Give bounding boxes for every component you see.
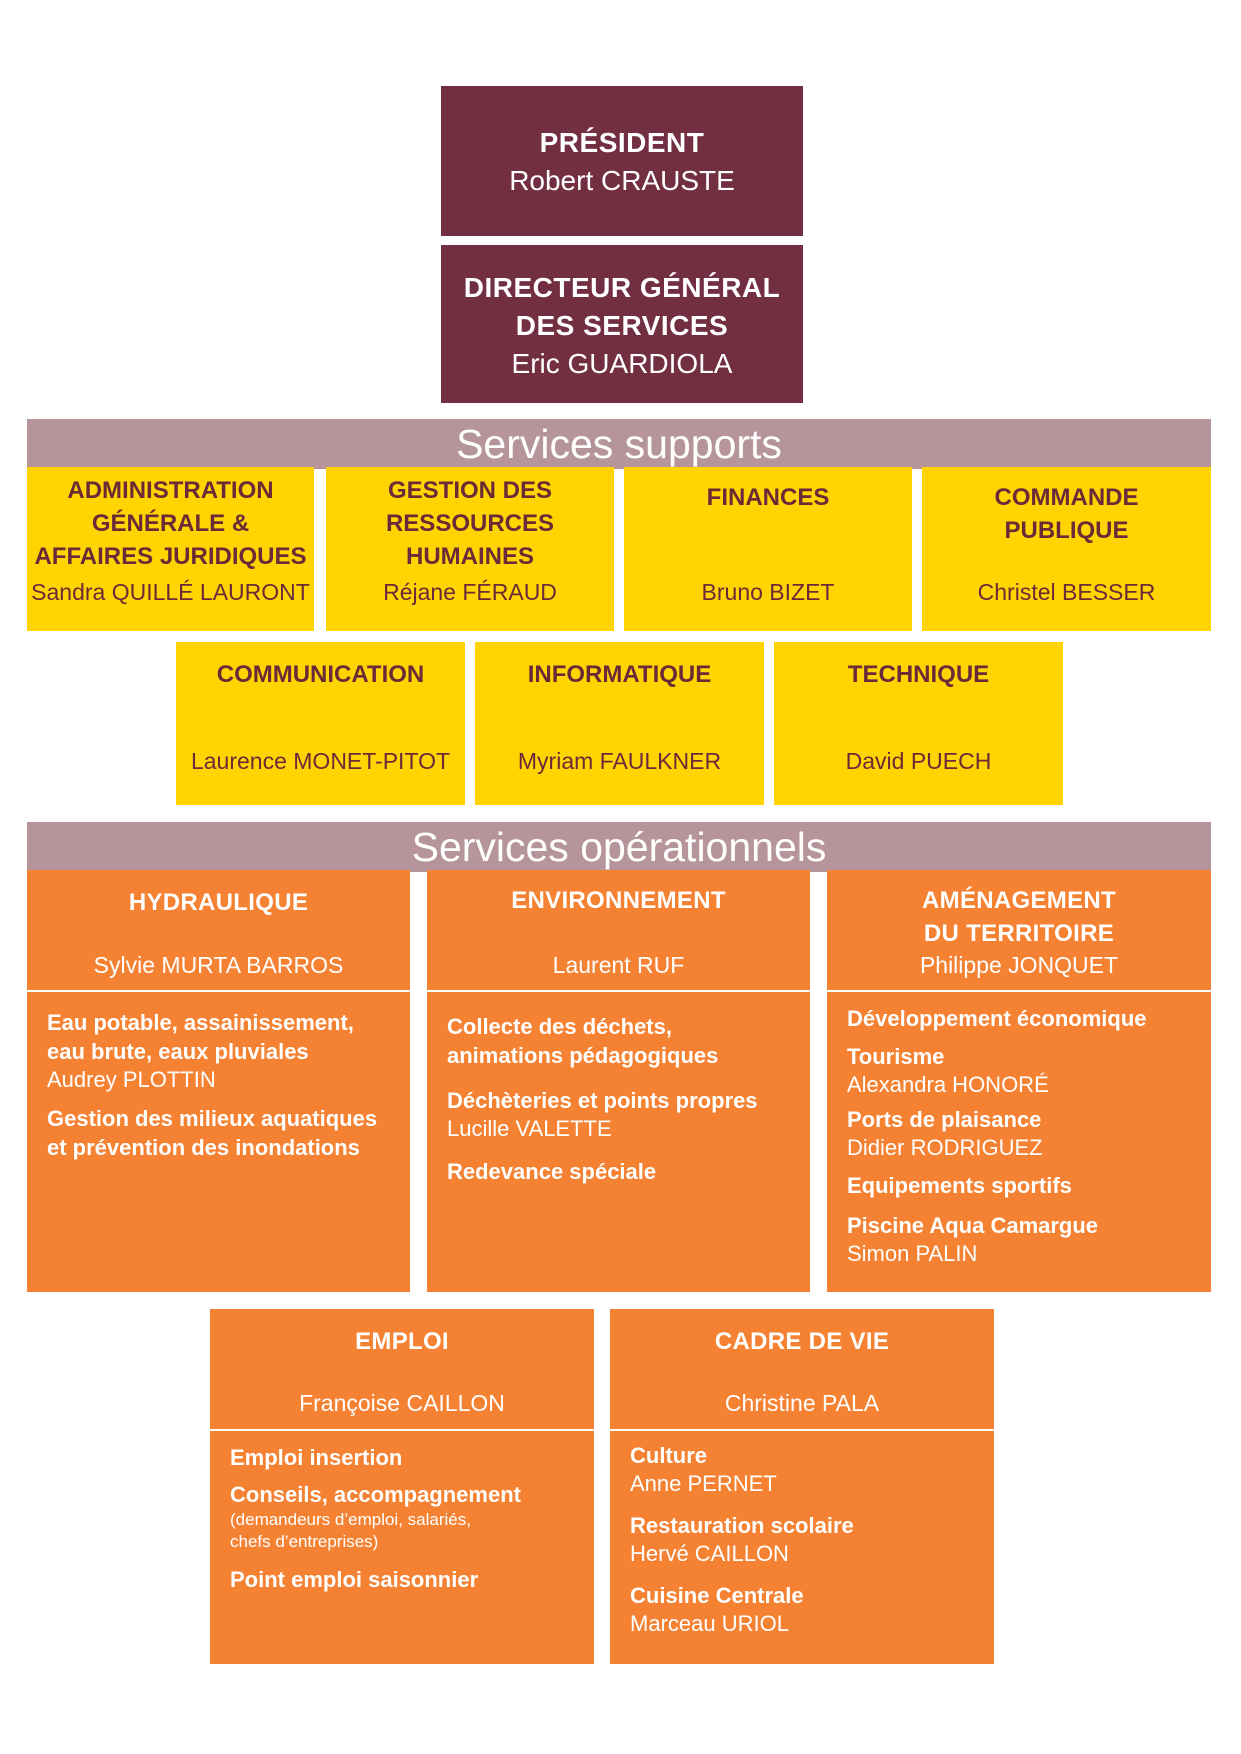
op-environnement-box: ENVIRONNEMENT Laurent RUF Collecte des d… [427,870,810,1292]
list-item: Eau potable, assainissement, eau brute, … [47,1010,354,1092]
support-hr-name: Réjane FÉRAUD [383,579,557,605]
list-item: Point emploi saisonnier [230,1567,479,1592]
op-hydraulique-sections: Eau potable, assainissement, eau brute, … [47,1008,404,1172]
support-hr-title: GESTION DES RESSOURCES HUMAINES [385,477,555,570]
director-box: DIRECTEUR GÉNÉRAL DES SERVICES Eric GUAR… [441,245,803,403]
director-name: Eric GUARDIOLA [511,348,733,379]
director-title-line2: DES SERVICES [515,310,729,341]
support-procurement-name: Christel BESSER [977,579,1156,605]
support-technical-title: TECHNIQUE [847,661,990,688]
op-cadre-de-vie-name: Christine PALA [724,1390,880,1416]
support-admin-name: Sandra QUILLÉ LAURONT [31,579,310,605]
op-hydraulique-header: HYDRAULIQUE Sylvie MURTA BARROS [27,870,410,992]
support-it-title: INFORMATIQUE [527,661,712,688]
support-technical-box: TECHNIQUE David PUECH [774,642,1063,805]
operational-services-heading: Services opérationnels [27,822,1211,872]
support-communication-box: COMMUNICATION Laurence MONET-PITOT [176,642,465,805]
op-hydraulique-name: Sylvie MURTA BARROS [93,952,344,978]
list-item: Gestion des milieux aquatiques et préven… [47,1106,378,1160]
director-title-line1: DIRECTEUR GÉNÉRAL [463,272,781,303]
op-amenagement-name: Philippe JONQUET [919,952,1119,978]
op-cadre-de-vie-sections: Culture Anne PERNET Restauration scolair… [630,1441,988,1648]
president-box: PRÉSIDENT Robert CRAUSTE [441,86,803,236]
list-item: Tourisme Alexandra HONORÉ [847,1044,1049,1097]
list-item: Conseils, accompagnement (demandeurs d’e… [230,1482,521,1551]
support-it-box: INFORMATIQUE Myriam FAULKNER [475,642,764,805]
op-cadre-de-vie-header: CADRE DE VIE Christine PALA [610,1309,994,1431]
list-item: Collecte des déchets, animations pédagog… [447,1014,719,1068]
op-emploi-sections: Emploi insertion Conseils, accompagnemen… [230,1443,588,1604]
support-admin-title: ADMINISTRATION GÉNÉRALE & AFFAIRES JURID… [34,477,307,570]
list-item: Emploi insertion [230,1445,403,1470]
op-amenagement-header: AMÉNAGEMENT DU TERRITOIRE Philippe JONQU… [827,870,1211,992]
op-environnement-sections: Collecte des déchets, animations pédagog… [447,1012,804,1196]
op-hydraulique-title: HYDRAULIQUE [128,889,309,916]
support-communication-name: Laurence MONET-PITOT [190,748,451,774]
support-services-heading: Services supports [27,419,1211,469]
list-item: Equipements sportifs [847,1173,1072,1198]
op-environnement-name: Laurent RUF [552,952,685,978]
list-item: Culture Anne PERNET [630,1443,777,1496]
op-cadre-de-vie-box: CADRE DE VIE Christine PALA Culture Anne… [610,1309,994,1664]
list-item: Déchèteries et points propres Lucille VA… [447,1088,758,1141]
president-name: Robert CRAUSTE [509,165,735,196]
list-item: Ports de plaisance Didier RODRIGUEZ [847,1107,1043,1160]
support-hr-box: GESTION DES RESSOURCES HUMAINES Réjane F… [326,467,614,631]
list-item: Développement économique [847,1006,1147,1031]
support-finances-name: Bruno BIZET [701,579,835,605]
support-procurement-box: COMMANDE PUBLIQUE Christel BESSER [922,467,1211,631]
op-amenagement-sections: Développement économique Tourisme Alexan… [847,1004,1205,1278]
op-amenagement-box: AMÉNAGEMENT DU TERRITOIRE Philippe JONQU… [827,870,1211,1292]
op-emploi-header: EMPLOI Françoise CAILLON [210,1309,594,1431]
president-title: PRÉSIDENT [539,127,705,158]
support-finances-box: FINANCES Bruno BIZET [624,467,912,631]
support-admin-box: ADMINISTRATION GÉNÉRALE & AFFAIRES JURID… [27,467,314,631]
op-emploi-title: EMPLOI [355,1328,449,1355]
op-emploi-name: Françoise CAILLON [299,1390,505,1416]
op-hydraulique-box: HYDRAULIQUE Sylvie MURTA BARROS Eau pota… [27,870,410,1292]
support-it-name: Myriam FAULKNER [517,748,722,774]
list-item: Cuisine Centrale Marceau URIOL [630,1583,804,1636]
support-technical-name: David PUECH [845,748,992,774]
list-item: Piscine Aqua Camargue Simon PALIN [847,1213,1099,1266]
op-cadre-de-vie-title: CADRE DE VIE [714,1328,890,1355]
list-item: Redevance spéciale [447,1159,657,1184]
op-emploi-box: EMPLOI Françoise CAILLON Emploi insertio… [210,1309,594,1664]
support-procurement-title: COMMANDE PUBLIQUE [994,484,1139,544]
list-item: Restauration scolaire Hervé CAILLON [630,1513,854,1566]
support-finances-title: FINANCES [706,484,830,511]
op-environnement-title: ENVIRONNEMENT [511,887,726,914]
op-amenagement-title: AMÉNAGEMENT DU TERRITOIRE [922,887,1116,947]
support-communication-title: COMMUNICATION [216,661,425,688]
op-environnement-header: ENVIRONNEMENT Laurent RUF [427,870,810,992]
